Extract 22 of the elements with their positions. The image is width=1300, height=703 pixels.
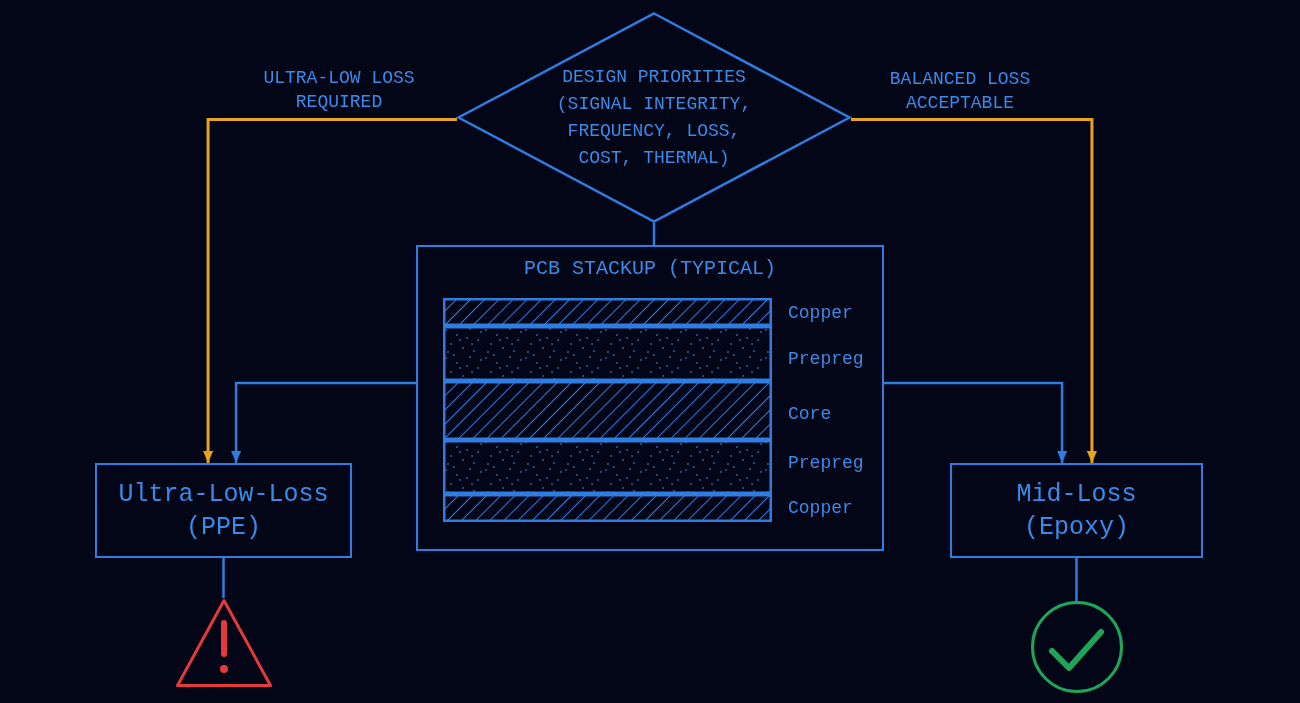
decision-diamond [457,12,851,223]
layer-label: Copper [788,497,853,519]
node-label: Ultra-Low-Loss (PPE) [117,478,330,544]
layer-label: Copper [788,302,853,324]
check-circle-icon [1031,601,1123,693]
connector-line [652,223,656,245]
node-label: Mid-Loss (Epoxy) [1015,478,1138,544]
layer-label: Prepreg [788,348,864,370]
arrow [884,381,1068,463]
process-box [950,463,1203,558]
connector-line [1075,558,1078,601]
decision-text: DESIGN PRIORITIES (SIGNAL INTEGRITY, FREQUENCY, LOSS, COST, THERMAL) [555,65,753,170]
warning-icon [175,598,273,688]
connector-line [222,558,225,598]
arrow [851,118,1097,463]
layer-label: Core [788,403,832,425]
layer-label: Prepreg [788,452,864,474]
arrow [203,118,457,463]
process-box [95,463,352,558]
arrow [231,381,416,463]
panel-title: PCB STACKUP (TYPICAL) [523,256,776,282]
stackup-panel [416,245,884,551]
